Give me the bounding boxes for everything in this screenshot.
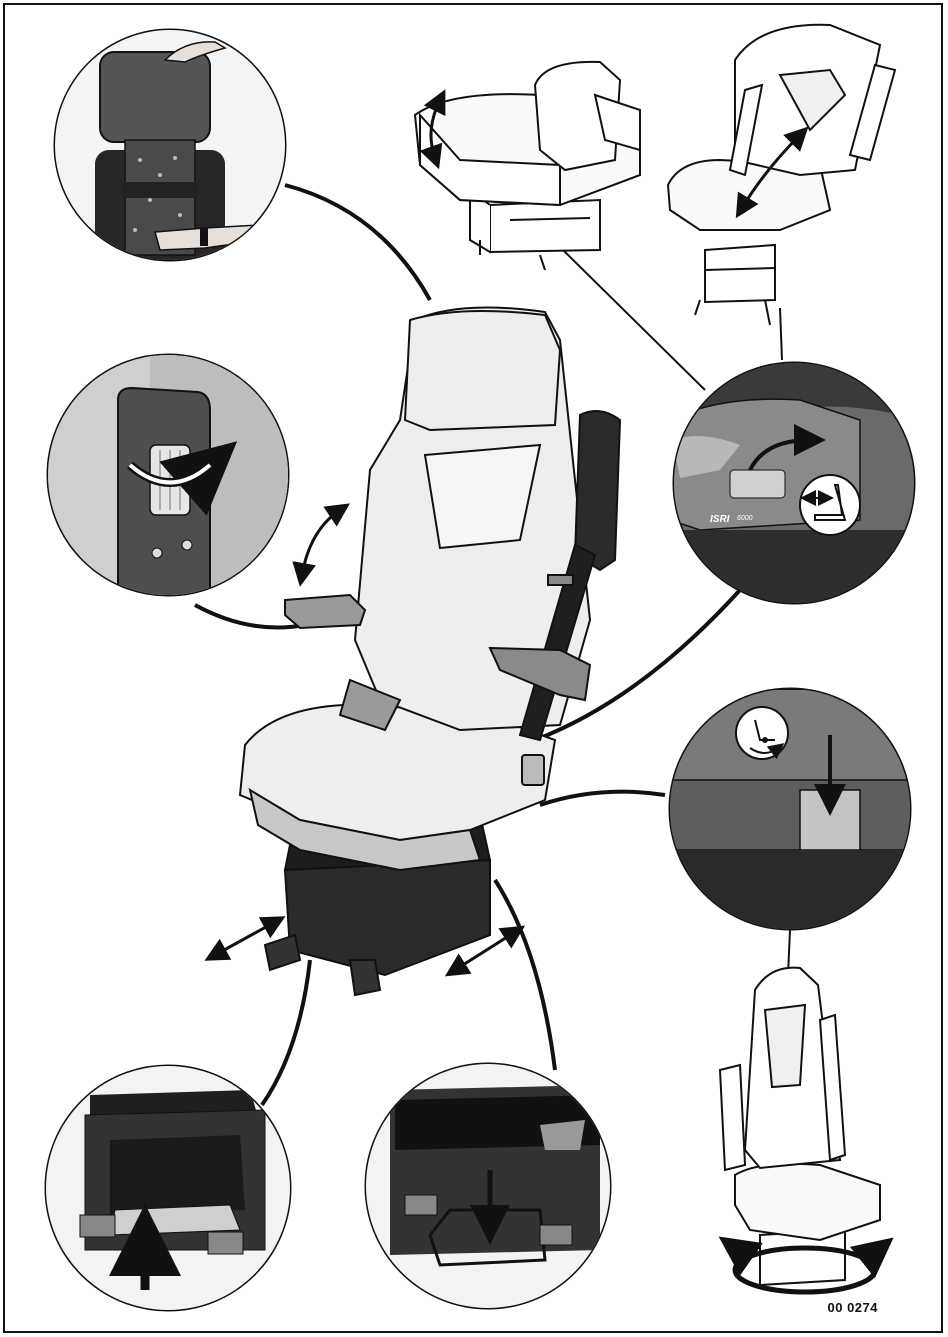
brand-mark-suffix: 6000 xyxy=(737,515,753,522)
detail-headrest-circle xyxy=(40,30,300,290)
armrest-tilt-arrow xyxy=(302,510,340,575)
detail-backrest-recline xyxy=(668,25,895,325)
detail-seat-tilt xyxy=(415,62,640,270)
main-headrest xyxy=(405,311,560,430)
detail-backrest-lever-circle: ISRI 6000 xyxy=(670,360,920,610)
seat-base xyxy=(285,860,490,975)
leader-fore-aft-front xyxy=(262,960,310,1105)
leader-headrest xyxy=(285,185,430,300)
figure-number: 00 0274 xyxy=(828,1300,879,1315)
detail-front-slide-lever-circle xyxy=(40,1060,300,1320)
headrest-pad xyxy=(100,52,210,142)
brand-mark: ISRI xyxy=(710,514,730,525)
recline-pictogram xyxy=(800,475,860,535)
detail-armrest-knob-circle xyxy=(40,350,300,610)
main-seat xyxy=(215,308,620,996)
leader-fore-aft-rear xyxy=(495,880,555,1070)
leader-tilt-seat xyxy=(563,250,705,390)
swivel-pictogram xyxy=(736,707,788,759)
left-armrest xyxy=(285,595,365,628)
detail-rear-slide-lever-circle xyxy=(360,1060,620,1320)
seat-belt-retractor xyxy=(575,411,620,570)
detail-seat-swivel xyxy=(720,968,880,1292)
leader-recline xyxy=(780,308,782,360)
detail-swivel-lock-circle xyxy=(665,689,915,940)
leader-swivel-lock xyxy=(540,792,665,805)
